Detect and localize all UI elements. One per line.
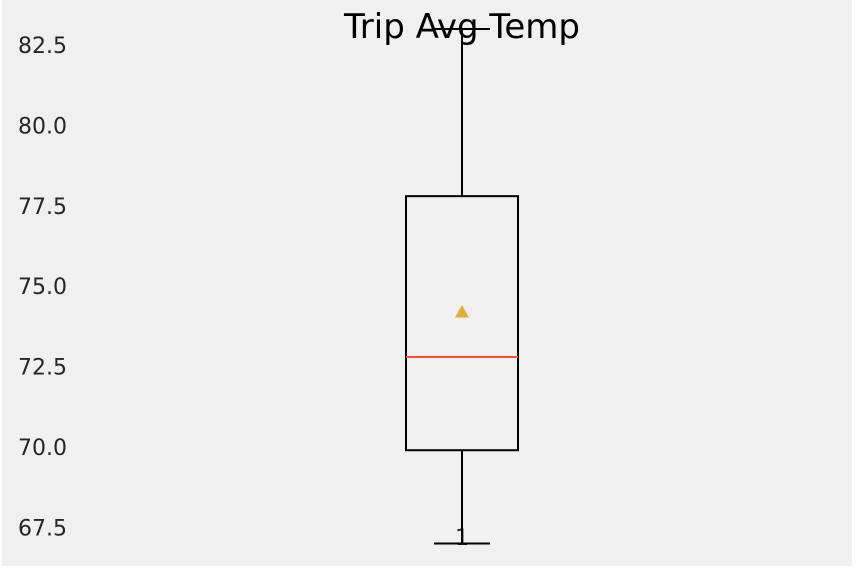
- y-tick-label: 75.0: [18, 275, 67, 300]
- y-tick-label: 72.5: [18, 356, 67, 381]
- box-plot-series: [405, 27, 519, 545]
- y-tick-label: 82.5: [18, 34, 67, 59]
- mean-marker: [455, 304, 469, 318]
- plot-background: [2, 0, 852, 566]
- y-tick-label: 67.5: [18, 516, 67, 541]
- y-tick-label: 70.0: [18, 436, 67, 461]
- y-axis-ticks: 67.5 70.0 72.5 75.0 77.5 80.0 82.5: [18, 34, 67, 541]
- box-plot-chart: Trip Avg Temp 67.570.072.575.077.580.082…: [2, 0, 852, 566]
- interquartile-box: [405, 195, 519, 452]
- y-tick-label: 77.5: [18, 195, 67, 220]
- y-tick-label: 80.0: [18, 114, 67, 139]
